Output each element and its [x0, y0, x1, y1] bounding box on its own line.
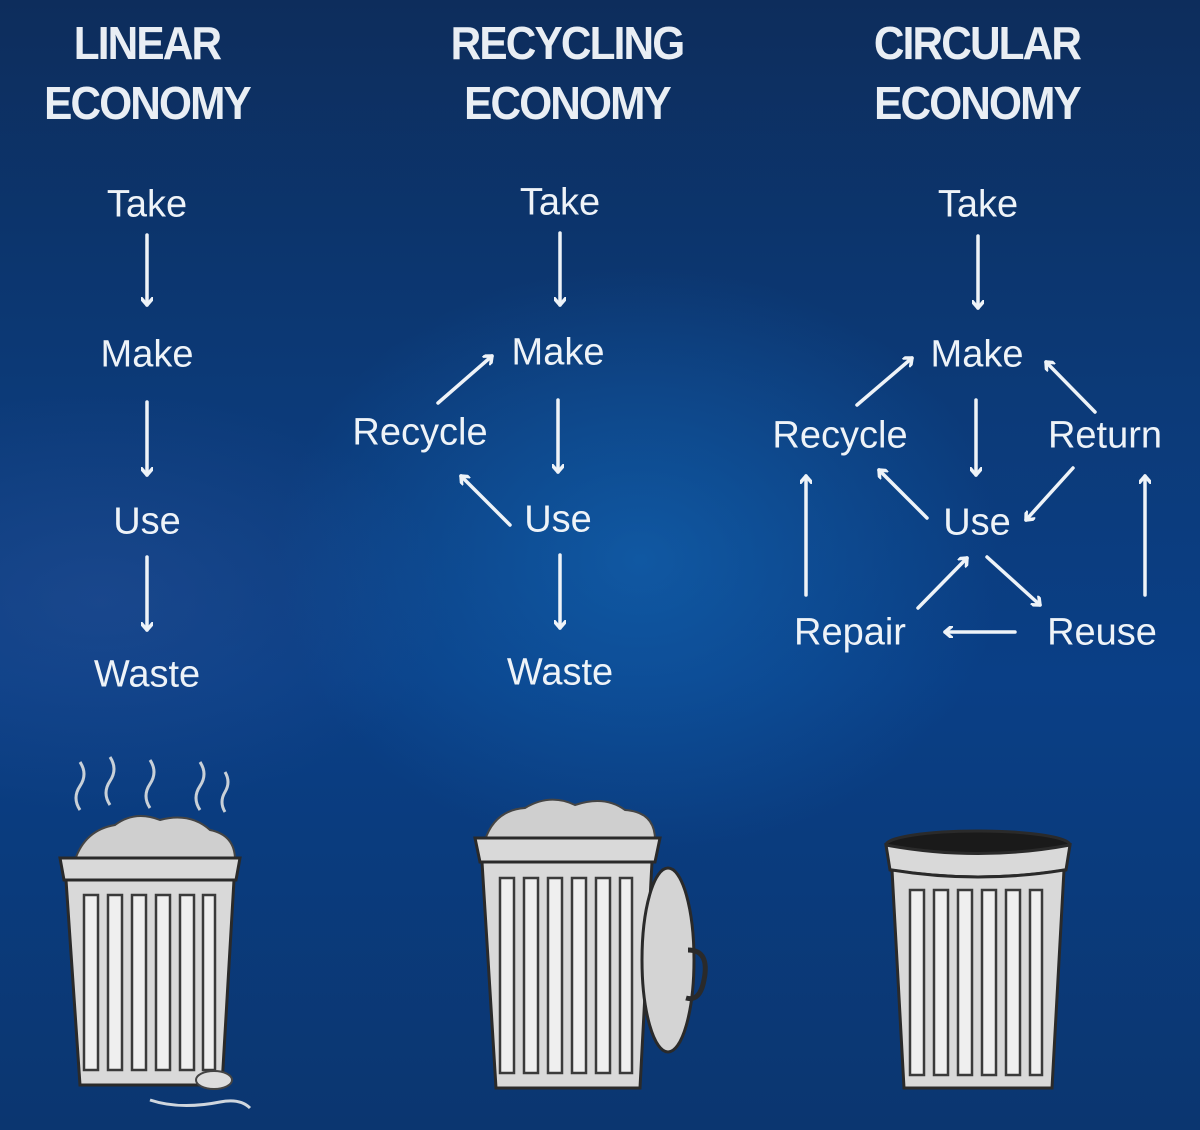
recycling-recycle: Recycle [352, 411, 488, 454]
title-line: ECONOMY [874, 77, 1082, 129]
circular-recycle: Recycle [772, 414, 908, 457]
linear-use: Use [113, 500, 181, 543]
title-line: ECONOMY [464, 77, 672, 129]
circular-take: Take [937, 183, 1019, 226]
arrow-return-to-make [1044, 360, 1097, 414]
title-line: LINEAR [73, 17, 222, 69]
arrow-recycle-to-make [436, 354, 494, 405]
arrow-use-to-recycle [877, 468, 929, 520]
circular-return: Return [1047, 414, 1163, 457]
arrow-recycle-to-make [855, 358, 914, 407]
recycling-use: Use [524, 498, 592, 541]
recycling-waste: Waste [506, 651, 614, 694]
arrow-use-to-recycle [459, 474, 512, 527]
title-line: ECONOMY [44, 77, 252, 129]
empty-trash-can-icon [884, 829, 1072, 1090]
circular-economy-title: CIRCULAR ECONOMY [821, 13, 1134, 133]
recycling-economy-title: RECYCLING ECONOMY [411, 13, 724, 133]
linear-waste: Waste [93, 653, 201, 696]
recycling-make: Make [511, 331, 605, 374]
arrow-repair-to-use [916, 556, 969, 610]
linear-take: Take [106, 183, 188, 226]
arrow-use-to-reuse [985, 555, 1042, 607]
title-line: RECYCLING [450, 17, 686, 69]
recycling-take: Take [519, 181, 601, 224]
circular-repair: Repair [794, 611, 906, 654]
circular-make: Make [930, 333, 1024, 376]
circular-reuse: Reuse [1047, 611, 1157, 654]
linear-make: Make [100, 333, 194, 376]
circular-use: Use [943, 501, 1011, 544]
full-trash-can-with-lid-icon [473, 798, 708, 1090]
arrow-return-to-use [1024, 466, 1075, 522]
linear-economy-title: LINEAR ECONOMY [0, 13, 303, 133]
overflowing-trash-can-icon [58, 756, 252, 1110]
title-line: CIRCULAR [873, 17, 1082, 69]
